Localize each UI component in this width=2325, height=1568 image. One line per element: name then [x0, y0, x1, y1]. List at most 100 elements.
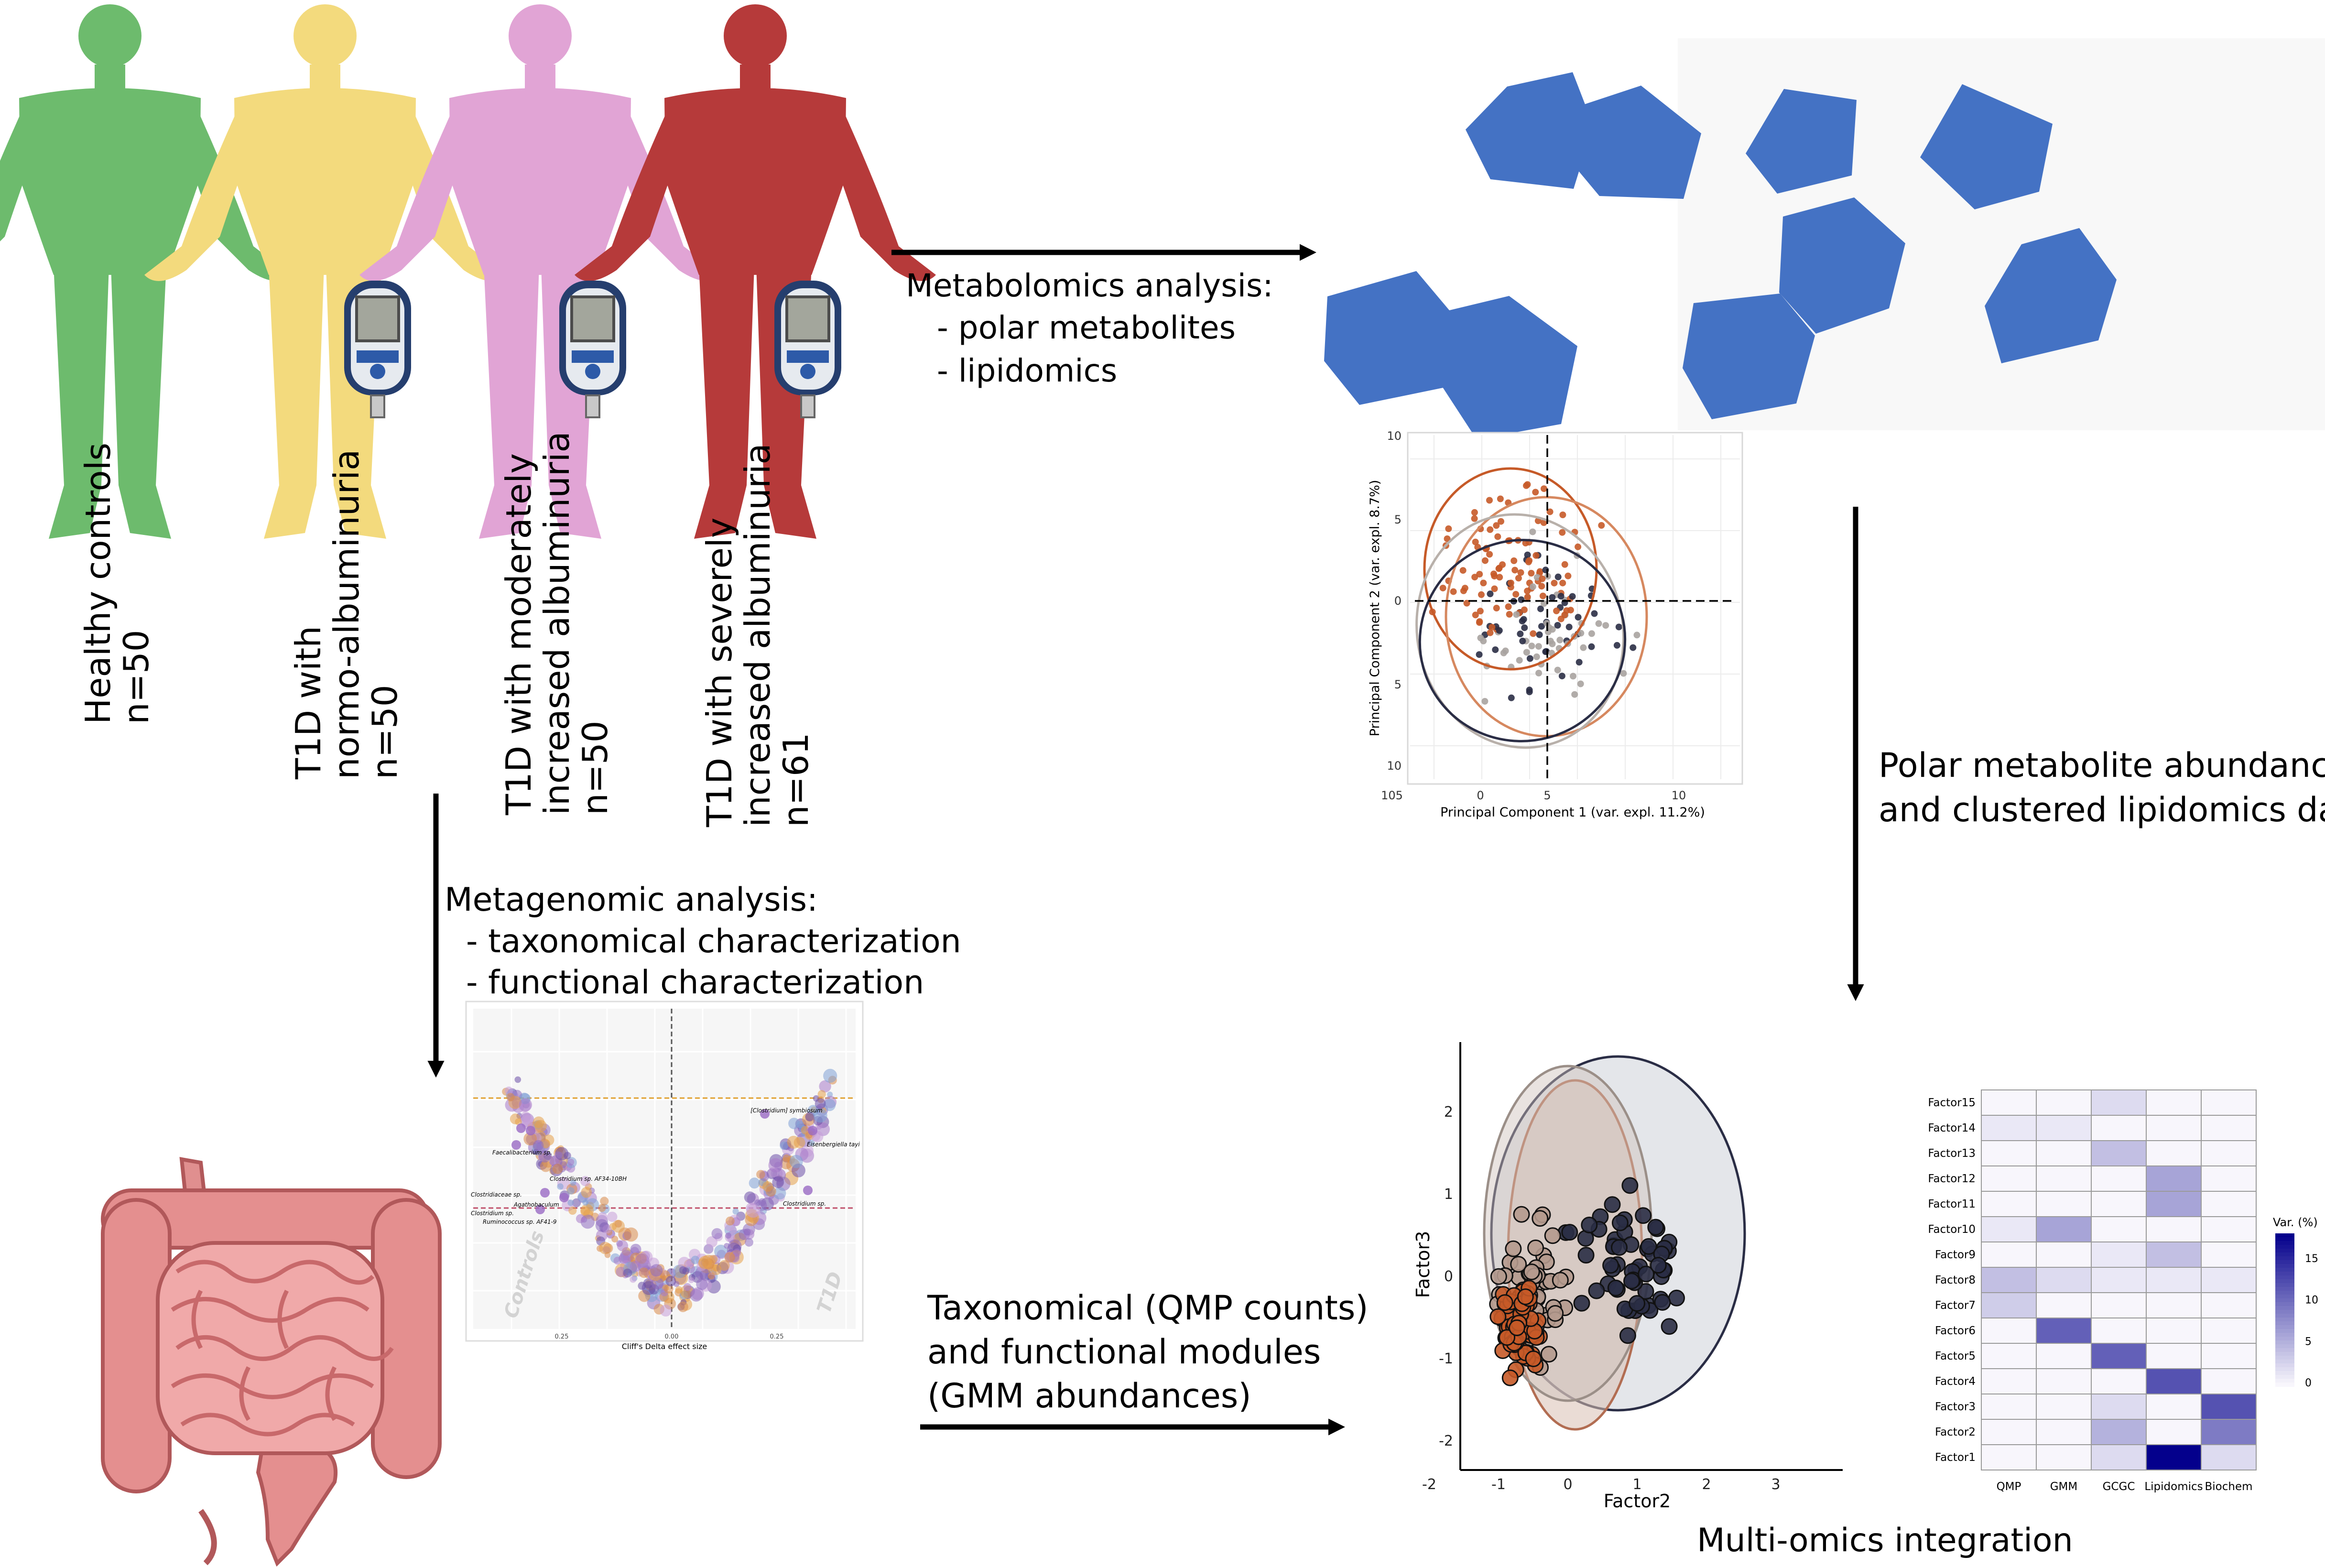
volcano-point [760, 1109, 770, 1119]
heatmap-cell [1981, 1241, 2037, 1268]
factor-y-label: Factor3 [1412, 1231, 1434, 1298]
factor-point [1552, 1272, 1569, 1289]
pca-points [1429, 481, 1641, 705]
factor-x-tick: -2 [1422, 1476, 1436, 1493]
cohort-sub: increased albuminuria [537, 431, 577, 815]
legend-swatch [2275, 1275, 2294, 1280]
factor-point [1629, 1295, 1646, 1312]
variance-heatmap: Factor15Factor14Factor13Factor12Factor11… [1928, 1089, 2318, 1493]
factor-point [1573, 1295, 1590, 1312]
volcano-annotations: Faecalibacterium sp. Clostridiaceae sp. … [471, 1107, 860, 1225]
volcano-point [557, 1183, 564, 1190]
volcano-annotation: [Clostridium] symbiosum [750, 1107, 823, 1114]
pca-point [1556, 636, 1564, 643]
volcano-point [559, 1193, 569, 1202]
factor-point [1505, 1240, 1522, 1257]
heatmap-cell [1981, 1343, 2037, 1369]
pca-point [1565, 623, 1573, 631]
pca-point [1507, 579, 1514, 587]
legend-tick: 15 [2305, 1253, 2318, 1265]
legend-swatch [2275, 1283, 2294, 1287]
pca-point [1510, 557, 1518, 564]
volcano-annotation: Agathobaculum [513, 1201, 559, 1208]
factor-y-tick: -1 [1439, 1350, 1453, 1367]
pca-point [1591, 610, 1598, 617]
factor-points [1489, 1177, 1685, 1386]
legend-swatch [2275, 1348, 2294, 1352]
heatmap-row-label: Factor12 [1928, 1173, 1976, 1185]
pca-point [1630, 644, 1637, 651]
pca-point [1538, 583, 1545, 590]
volcano-point [580, 1176, 591, 1187]
heatmap-cell [2146, 1292, 2202, 1318]
volcano-point [619, 1250, 633, 1263]
volcano-point [523, 1132, 537, 1146]
volcano-point [534, 1120, 547, 1132]
pca-point [1494, 533, 1501, 540]
volcano-point [765, 1186, 776, 1197]
hexagon [1324, 271, 1457, 405]
cohort-figures [0, 4, 936, 539]
pca-point [1481, 698, 1488, 705]
heatmap-cell [2146, 1394, 2202, 1420]
heatmap-cell [2091, 1419, 2147, 1445]
factor-point [1517, 1288, 1534, 1306]
heatmap-cell [2036, 1394, 2092, 1420]
pca-point [1471, 509, 1478, 516]
pca-point [1533, 653, 1540, 660]
heatmap-cell [2146, 1318, 2202, 1344]
pca-point [1471, 515, 1478, 522]
volcano-point [744, 1191, 756, 1203]
volcano-point [803, 1186, 813, 1195]
heatmap-cell [2036, 1115, 2092, 1141]
heatmap-cell [2091, 1318, 2147, 1344]
pca-point [1541, 600, 1547, 607]
pca-point [1532, 552, 1540, 559]
pca-point [1580, 644, 1587, 651]
pca-point [1602, 622, 1609, 629]
heatmap-cells [1981, 1089, 2257, 1470]
heatmap-cell [1981, 1115, 2037, 1141]
metagenomics-title: Metagenomic analysis: [445, 881, 818, 919]
volcano-point [664, 1284, 674, 1294]
volcano-point [698, 1255, 712, 1269]
heatmap-row-label: Factor8 [1935, 1274, 1976, 1286]
factor-point [1668, 1289, 1685, 1307]
cohort-sub: normo-albuminuria [326, 449, 367, 779]
pca-point [1496, 627, 1503, 634]
pca-point [1563, 607, 1570, 614]
factor-point [1602, 1257, 1619, 1274]
pca-point [1486, 551, 1493, 558]
intestine-icon [101, 1157, 442, 1567]
cohort-label: T1D with [288, 626, 328, 780]
volcano-point [523, 1115, 533, 1125]
pca-point [1472, 538, 1479, 545]
heatmap-cell [1981, 1394, 2037, 1420]
cohort-label: Healthy controls [78, 443, 118, 724]
factor-point [1509, 1319, 1525, 1336]
heatmap-cell [2146, 1089, 2202, 1116]
volcano-point [510, 1113, 521, 1124]
metagenomics-text: Metagenomic analysis: - taxonomical char… [445, 881, 961, 1002]
heatmap-cell [2091, 1267, 2147, 1293]
heatmap-cell [2201, 1368, 2257, 1394]
metagenomics-item: - functional characterization [466, 964, 924, 1002]
pca-point [1588, 630, 1595, 637]
rectum [256, 1440, 338, 1567]
legend-swatch [2275, 1302, 2294, 1307]
volcano-point [726, 1216, 735, 1226]
pca-point [1529, 528, 1536, 535]
factor-point [1635, 1207, 1652, 1224]
volcano-point [756, 1170, 765, 1179]
pca-point [1526, 655, 1533, 662]
legend-swatch [2275, 1360, 2294, 1364]
hexagon [1920, 84, 2053, 209]
volcano-point [638, 1282, 646, 1290]
factor-point [1561, 1224, 1578, 1241]
pca-y-tick: 10 [1387, 759, 1402, 773]
pca-point [1488, 624, 1496, 631]
intestine-folds [171, 1260, 394, 1437]
legend-swatch [2275, 1298, 2294, 1303]
heatmap-cell [2201, 1394, 2257, 1420]
